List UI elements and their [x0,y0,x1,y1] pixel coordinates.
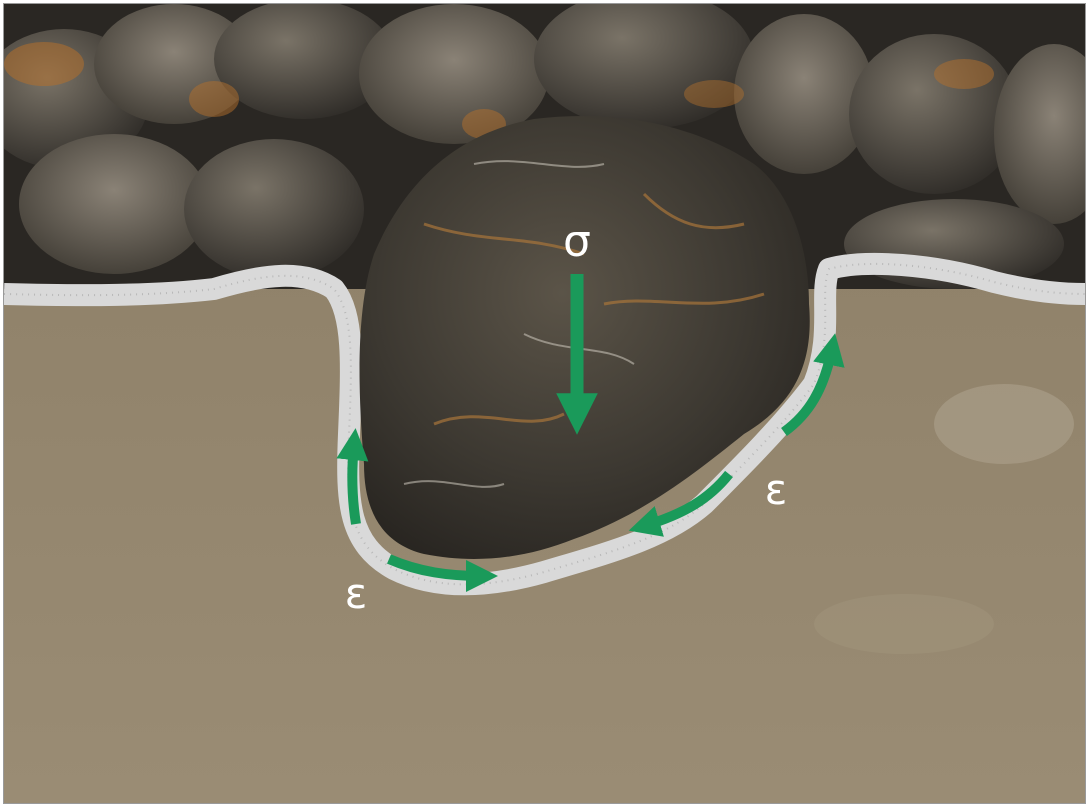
soil-highlight [934,384,1074,464]
geomembrane-puncture-diagram: σ ε ε [4,4,1085,803]
strain-arrow-left-up [352,444,356,524]
strain-label-right: ε [765,465,788,514]
figure-frame: σ ε ε [3,3,1086,804]
strain-label-left: ε [345,569,368,618]
stress-label: σ [563,216,591,267]
soil-highlight [814,594,994,654]
